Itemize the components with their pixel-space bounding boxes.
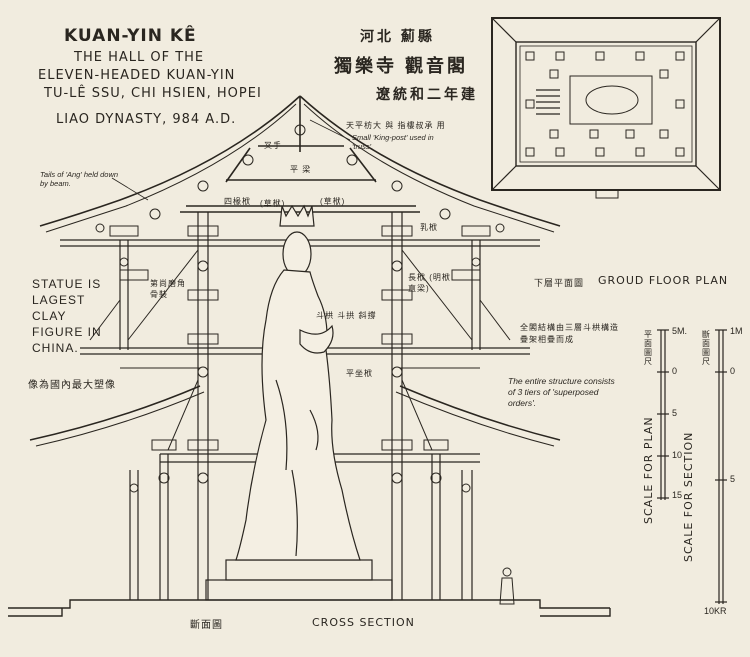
section-label: CROSS SECTION [312,616,415,629]
scale-bars [657,329,727,604]
ang-tails-note: Tails of 'Ang' held down by beam. [40,170,119,188]
scale-plan-tick-5: 5 [672,408,678,418]
beam-label-4: 乳栿 [420,223,438,232]
title-line-1: THE HALL OF THE [74,50,205,65]
scale-section-unit: 1M [730,326,743,336]
beam-label-1: 四椽栿 [224,197,251,206]
title-line-3: TU-LÊ SSU, CHI HSIEN, HOPEI [44,86,262,101]
page-title: KUAN-YIN KÊ [64,26,197,46]
statue-note-cn: 第尚磨角 骨裝 [150,279,186,299]
chinese-title-line-3: 遼統和二年建 [376,86,478,102]
beam-label-9: 叉手 [264,141,282,150]
beam-label-3: (草栿) [260,199,286,208]
scale-section-end: 10KR [704,606,727,616]
scale-section-tick-5: 5 [730,474,736,484]
king-post-note-cn: 天平枋大 與 指樓叔承 用 [346,121,446,130]
structure-note-cn: 全閣結構由三層斗栱構造 疊架相疊而成 [520,323,619,344]
scale-plan-tick-10: 10 [672,450,683,460]
statue-of-kuan-yin [235,204,361,561]
beam-label-7: 平坐栿 [346,369,373,378]
lower-eave-drawing [29,385,561,447]
braces [89,249,511,451]
title-line-4: LIAO DYNASTY, 984 A.D. [56,112,237,127]
scale-plan-tick-15: 15 [672,490,683,500]
human-figure-scale [499,567,515,605]
chinese-title-line-1: 河北 薊縣 [360,28,435,44]
statue-note: STATUE IS LAGEST CLAY FIGURE IN CHINA. [32,277,102,355]
scale-section-label-cn: 斷面圖尺 [702,330,711,366]
beam-label-5: 平 梁 [290,165,312,174]
scale-plan-tick-0: 0 [672,366,678,376]
scale-plan-label-cn: 平面圖尺 [644,330,653,366]
beam-label-8: 斗栱 斗拱 斜撐 [316,311,377,320]
scale-plan-label: SCALE FOR PLAN [642,416,655,524]
scale-section-label: SCALE FOR SECTION [682,431,695,562]
chinese-title-line-2: 獨樂寺 觀音閣 [334,56,469,76]
scale-plan-unit: 5M. [672,326,688,336]
plan-label-cn: 下層平面圖 [534,278,585,288]
beam-label-2: (草栿) [320,197,346,206]
bracket-rings [95,124,505,493]
structure-note: The entire structure consists of 3 tiers… [508,376,615,408]
statue-note-cn-2: 像為國內最大塑像 [28,380,116,391]
title-line-2: ELEVEN-HEADED KUAN-YIN [38,68,236,83]
columns [119,212,481,600]
scale-section-tick-0: 0 [730,366,736,376]
plan-label: GROUD FLOOR PLAN [598,274,729,287]
bracket-sets [109,225,491,451]
beam-label-6: 長栿 (明栿 直梁) [408,273,451,293]
king-post-note: Small 'King-post' used in 'truss'. [352,133,434,151]
plinth [8,559,611,617]
section-label-cn: 斷面圖 [190,620,223,631]
floor-plan-drawing [491,17,721,199]
